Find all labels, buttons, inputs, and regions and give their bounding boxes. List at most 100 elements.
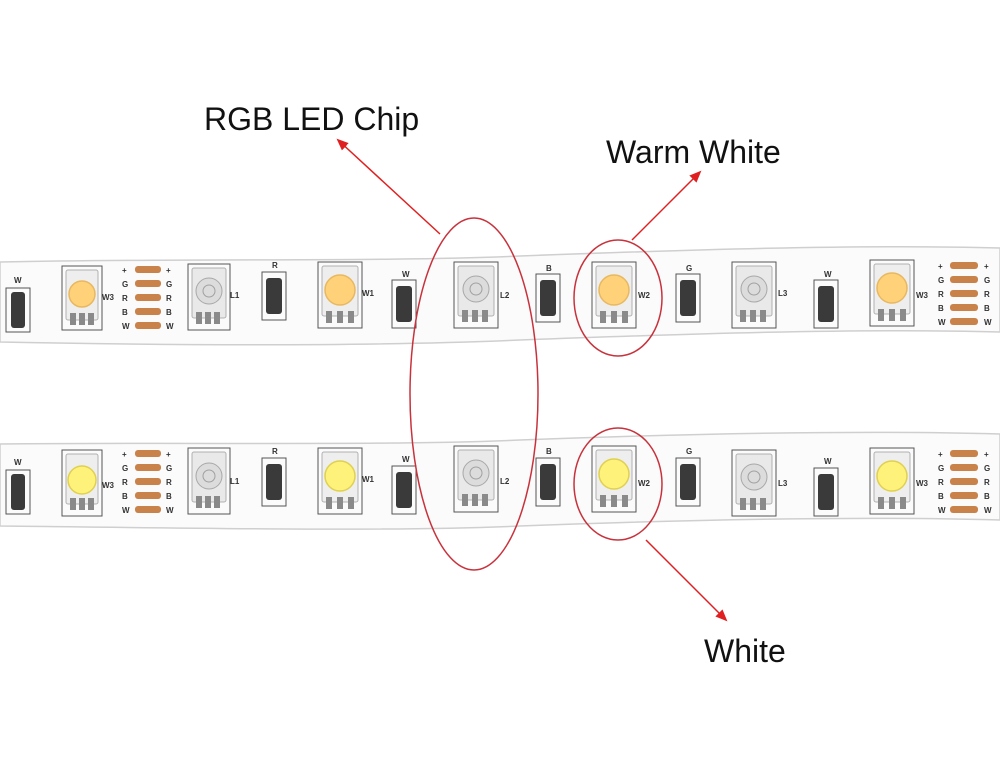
resistor: R (261, 261, 287, 321)
resistor-label: W (824, 457, 832, 466)
pad-label: W (166, 506, 174, 515)
pad-label: W (122, 506, 130, 515)
rgb-led: L3 (731, 449, 788, 517)
resistor-label: W (14, 458, 22, 467)
chip-label: W1 (362, 475, 375, 484)
chip-label: W1 (362, 289, 375, 298)
chip-label: W3 (916, 291, 929, 300)
solder-pads: + G R B W + G R B W (938, 262, 992, 327)
resistor: W (813, 457, 839, 517)
resistor: W (391, 270, 417, 329)
pad-label: G (984, 276, 990, 285)
pad-label: B (938, 492, 944, 501)
chip-label: W2 (638, 291, 651, 300)
chip-label: L1 (230, 477, 240, 486)
warm-white-led: W3 (61, 265, 115, 331)
pad-label: W (122, 322, 130, 331)
chip-label: L2 (500, 291, 510, 300)
led-strip-bottom: W W3 + G R B W + G R B W (0, 431, 1000, 530)
pad-label: G (938, 464, 944, 473)
solder-pads: + G R B W + G R B W (938, 450, 992, 515)
chip-label: W3 (102, 293, 115, 302)
warm-white-callout: Warm White (606, 134, 781, 170)
pad-label: + (122, 266, 127, 275)
warm-white-arrow (631, 170, 702, 241)
pad-label: W (938, 506, 946, 515)
pad-label: R (122, 478, 128, 487)
white-led: W1 (317, 447, 375, 515)
pad-label: R (166, 478, 172, 487)
pad-label: W (166, 322, 174, 331)
rgb-chip-highlight-ellipse (409, 217, 539, 571)
rgb-led: L2 (453, 261, 510, 329)
chip-label: W2 (638, 479, 651, 488)
white-led: W3 (869, 447, 929, 515)
pad-label: W (938, 318, 946, 327)
resistor-label: R (272, 261, 278, 270)
resistor: W (5, 276, 31, 333)
warm-white-led: W3 (869, 259, 929, 327)
chip-label: L3 (778, 289, 788, 298)
resistor-label: B (546, 447, 552, 456)
pad-label: G (166, 280, 172, 289)
pad-label: + (984, 450, 989, 459)
pad-label: + (938, 262, 943, 271)
resistor: W (5, 458, 31, 515)
resistor-label: W (14, 276, 22, 285)
pad-label: R (938, 478, 944, 487)
pad-label: + (938, 450, 943, 459)
pad-label: + (984, 262, 989, 271)
resistor: B (535, 264, 561, 323)
pad-label: B (122, 492, 128, 501)
pad-label: R (984, 290, 990, 299)
chip-label: W3 (102, 481, 115, 490)
chip-label: L1 (230, 291, 240, 300)
resistor-label: W (402, 455, 410, 464)
pad-label: G (122, 280, 128, 289)
resistor: G (675, 264, 701, 323)
pad-label: W (984, 506, 992, 515)
resistor: W (391, 455, 417, 515)
resistor-label: B (546, 264, 552, 273)
pad-label: + (166, 450, 171, 459)
resistor-label: W (402, 270, 410, 279)
resistor: R (261, 447, 287, 507)
pad-label: W (984, 318, 992, 327)
led-strip-top: W W3 + G R B W + G R B W (0, 245, 1000, 346)
rgb-led: L3 (731, 261, 788, 329)
rgb-led: L2 (453, 445, 510, 513)
warm-white-led: W2 (591, 261, 651, 329)
pad-label: B (938, 304, 944, 313)
pad-label: + (166, 266, 171, 275)
rgb-led: L1 (187, 447, 240, 515)
chip-label: L3 (778, 479, 788, 488)
pad-label: R (122, 294, 128, 303)
solder-pads: + G R B W + G R B W (122, 450, 174, 515)
resistor-label: W (824, 270, 832, 279)
white-led: W2 (591, 445, 651, 513)
rgb-chip-callout: RGB LED Chip (204, 101, 419, 137)
pad-label: B (122, 308, 128, 317)
chip-label: L2 (500, 477, 510, 486)
resistor: G (675, 447, 701, 507)
rgb-chip-arrow (336, 138, 441, 235)
pad-label: B (166, 308, 172, 317)
pad-label: R (938, 290, 944, 299)
pad-label: B (166, 492, 172, 501)
white-highlight-circle (573, 427, 663, 541)
resistor: W (813, 270, 839, 329)
rgb-led: L1 (187, 263, 240, 331)
pad-label: G (122, 464, 128, 473)
resistor: B (535, 447, 561, 507)
pad-label: G (984, 464, 990, 473)
pad-label: R (984, 478, 990, 487)
warm-white-led: W1 (317, 261, 375, 329)
pad-label: B (984, 492, 990, 501)
chip-label: W3 (916, 479, 929, 488)
resistor-label: G (686, 264, 692, 273)
white-arrow (645, 539, 728, 622)
pad-label: G (938, 276, 944, 285)
solder-pads: + G R B W + G R B W (122, 266, 174, 331)
warm-white-highlight-circle (573, 239, 663, 357)
